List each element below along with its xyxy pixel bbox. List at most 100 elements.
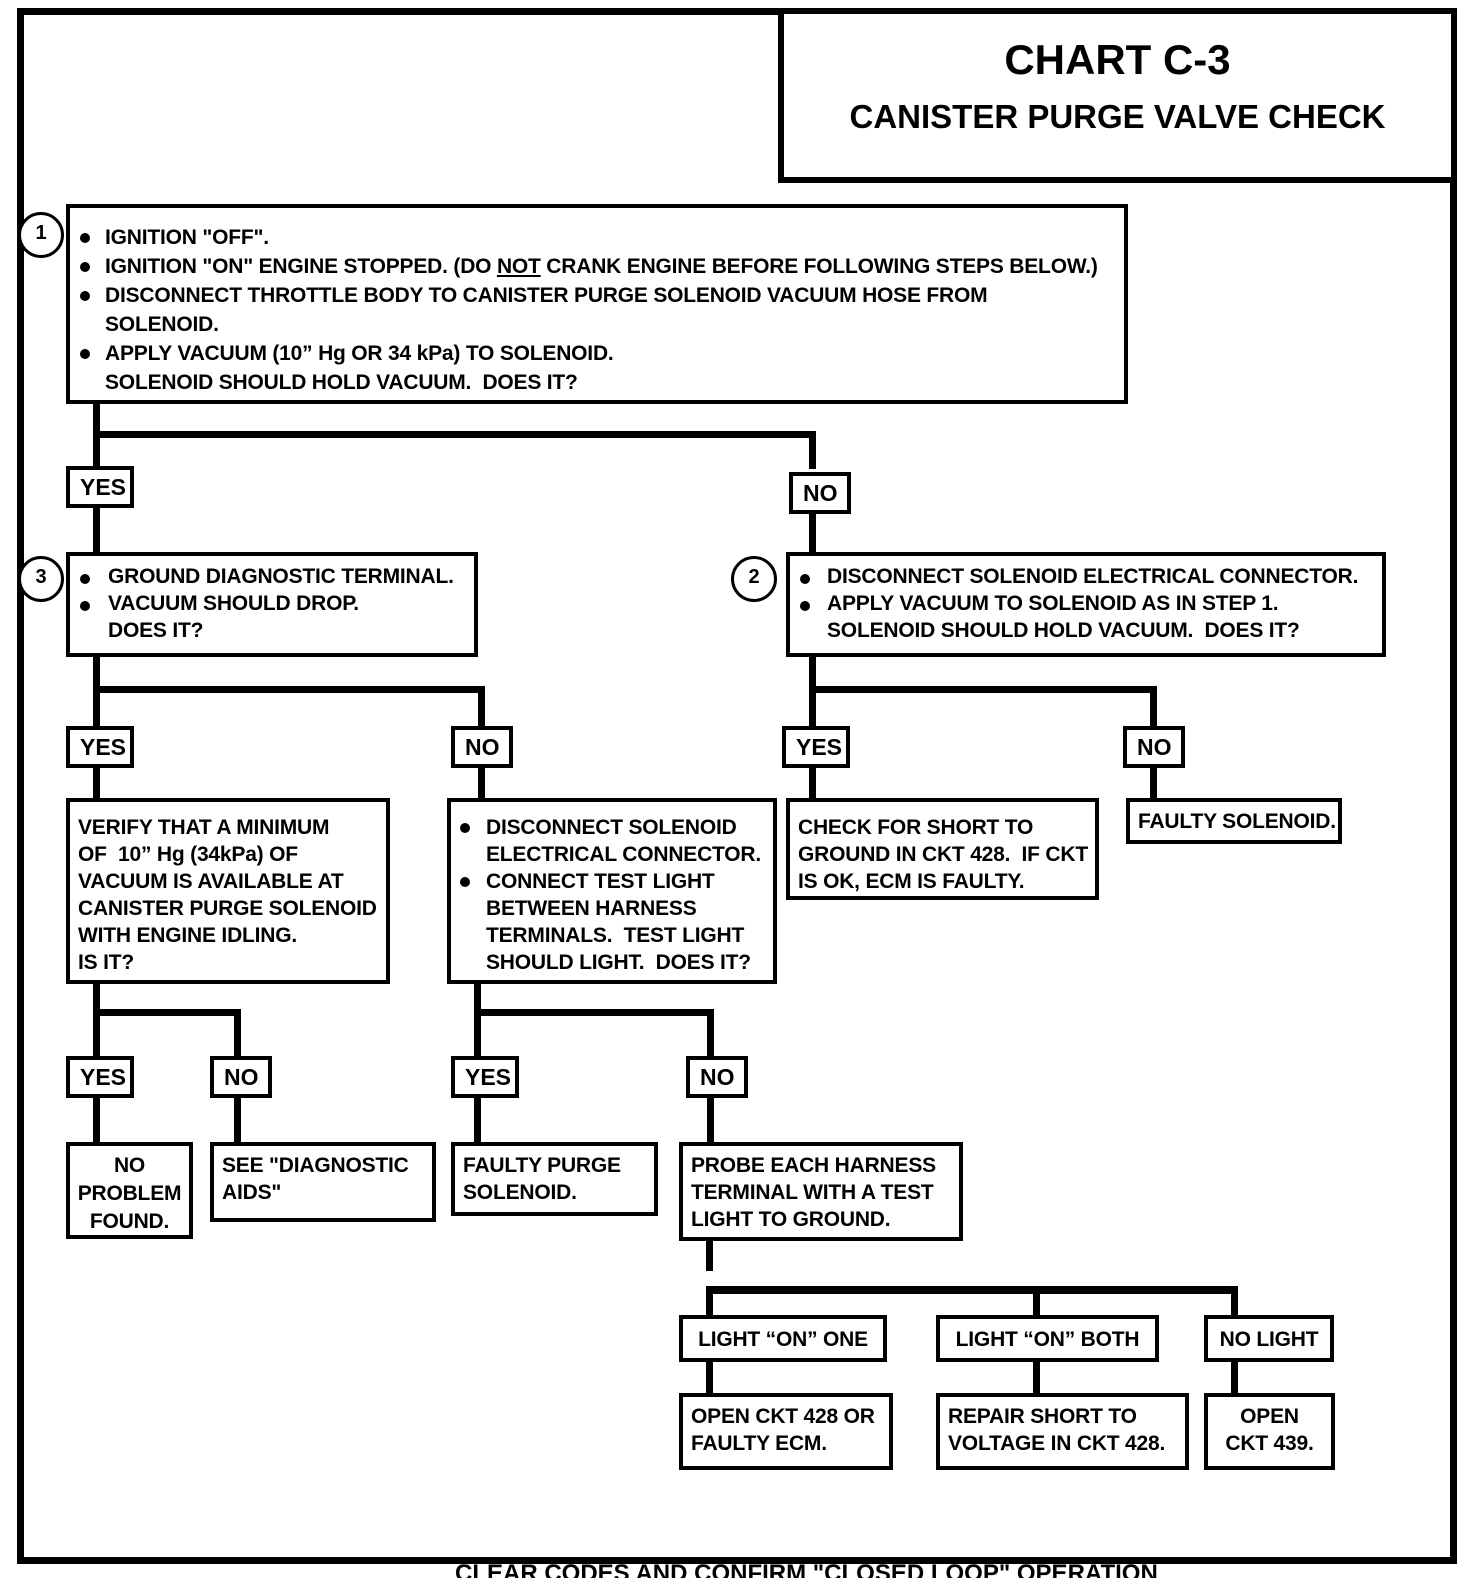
faultypurge-line1: FAULTY PURGE	[463, 1154, 621, 1177]
connector	[93, 1096, 100, 1144]
connector	[93, 431, 100, 469]
branch-no-verify[interactable]: NO	[210, 1056, 272, 1098]
faulty-solenoid-box	[1126, 798, 1342, 844]
verify-line3: VACUUM IS AVAILABLE AT	[78, 870, 344, 893]
connector	[809, 686, 1157, 693]
openckt428-line2: FAULTY ECM.	[691, 1432, 827, 1455]
connector	[706, 1286, 713, 1318]
connector	[234, 1009, 241, 1058]
branch-yes-verify[interactable]: YES	[66, 1056, 134, 1098]
connector	[1033, 1360, 1040, 1395]
step1-line3: DISCONNECT THROTTLE BODY TO CANISTER PUR…	[105, 284, 988, 307]
step1-line4: SOLENOID.	[105, 313, 219, 336]
diagaids-line1: SEE "DIAGNOSTIC	[222, 1154, 409, 1177]
connector	[93, 766, 100, 802]
light-on-one-label: LIGHT “ON” ONE	[698, 1328, 868, 1351]
connector	[809, 766, 816, 802]
branch-yes-step3[interactable]: YES	[66, 726, 134, 768]
noproblem-line2: PROBLEM	[77, 1182, 182, 1205]
page-frame	[17, 8, 1457, 1564]
connector	[706, 1286, 1238, 1294]
verify-vacuum-box	[66, 798, 390, 984]
footer-note: CLEAR CODES AND CONFIRM "CLOSED LOOP" OP…	[455, 1496, 1158, 1578]
probe-line1: PROBE EACH HARNESS	[691, 1154, 936, 1177]
step-number-3: 3	[18, 556, 64, 602]
testlight-line4: BETWEEN HARNESS	[486, 897, 697, 920]
step1-line1: IGNITION "OFF".	[105, 226, 269, 249]
checkshort-line3: IS OK, ECM IS FAULTY.	[798, 870, 1025, 893]
step-number-2: 2	[731, 556, 777, 602]
step1-line2-not: NOT	[496, 255, 541, 278]
step-2-box	[786, 552, 1386, 657]
step3-line1: GROUND DIAGNOSTIC TERMINAL.	[108, 565, 454, 588]
bullet-icon	[80, 233, 90, 243]
testlight-line6: SHOULD LIGHT. DOES IT?	[486, 951, 751, 974]
bullet-icon	[800, 601, 810, 611]
step-number-1: 1	[18, 212, 64, 258]
open-ckt-428-box	[679, 1393, 893, 1470]
no-light-label: NO LIGHT	[1219, 1328, 1319, 1351]
connector	[1231, 1360, 1238, 1395]
light-on-one-box	[679, 1315, 887, 1362]
light-on-both-box	[936, 1315, 1159, 1362]
branch-no-step2[interactable]: NO	[1123, 726, 1185, 768]
no-light-box	[1204, 1315, 1334, 1362]
bullet-icon	[460, 823, 470, 833]
connector	[809, 657, 816, 689]
diagnostic-aids-box	[210, 1142, 436, 1222]
connector	[474, 1009, 481, 1058]
branch-no-step1[interactable]: NO	[789, 472, 851, 514]
connector	[809, 431, 816, 469]
chart-id: CHART C-3	[1004, 36, 1231, 83]
step-3-box	[66, 552, 478, 657]
probe-line3: LIGHT TO GROUND.	[691, 1208, 891, 1231]
testlight-line3: CONNECT TEST LIGHT	[486, 870, 715, 893]
step1-line5: APPLY VACUUM (10” Hg OR 34 kPa) TO SOLEN…	[105, 342, 614, 365]
bullet-icon	[80, 574, 90, 584]
light-on-both-label: LIGHT “ON” BOTH	[955, 1328, 1140, 1351]
bullet-icon	[80, 601, 90, 611]
openckt428-line1: OPEN CKT 428 OR	[691, 1405, 875, 1428]
step1-line2c: CRANK ENGINE BEFORE FOLLOWING STEPS BELO…	[540, 255, 1098, 278]
connector	[474, 1009, 714, 1016]
noproblem-line3: FOUND.	[89, 1210, 170, 1233]
connector	[93, 404, 100, 436]
testlight-line2: ELECTRICAL CONNECTOR.	[486, 843, 762, 866]
chart-name: CANISTER PURGE VALVE CHECK	[849, 98, 1386, 135]
bullet-icon	[80, 349, 90, 359]
openckt439-line1: OPEN	[1240, 1405, 1299, 1428]
connector	[706, 1241, 713, 1271]
checkshort-line2: GROUND IN CKT 428. IF CKT	[798, 843, 1088, 866]
connector	[707, 1096, 714, 1144]
bullet-icon	[80, 262, 90, 272]
step2-line3: SOLENOID SHOULD HOLD VACUUM. DOES IT?	[827, 619, 1300, 642]
step1-line2a: IGNITION "ON" ENGINE STOPPED. (DO	[105, 255, 497, 278]
branch-no-testlight[interactable]: NO	[686, 1056, 748, 1098]
footer-line1: CLEAR CODES AND CONFIRM "CLOSED LOOP" OP…	[455, 1560, 1158, 1578]
branch-yes-step2[interactable]: YES	[782, 726, 850, 768]
step1-line6: SOLENOID SHOULD HOLD VACUUM. DOES IT?	[105, 371, 578, 394]
branch-yes-step1[interactable]: YES	[66, 466, 134, 508]
step3-line3: DOES IT?	[108, 619, 204, 642]
connector	[478, 686, 485, 728]
verify-line4: CANISTER PURGE SOLENOID	[78, 897, 377, 920]
step2-line2: APPLY VACUUM TO SOLENOID AS IN STEP 1.	[827, 592, 1279, 615]
openckt439-line2: CKT 439.	[1225, 1432, 1314, 1455]
connector	[474, 1096, 481, 1144]
repairshort-line2: VOLTAGE IN CKT 428.	[948, 1432, 1166, 1455]
step2-line1: DISCONNECT SOLENOID ELECTRICAL CONNECTOR…	[827, 565, 1359, 588]
connector	[478, 766, 485, 802]
connector	[1150, 686, 1157, 728]
connector	[1033, 1286, 1040, 1318]
title-box: CHART C-3 CANISTER PURGE VALVE CHECK	[778, 8, 1457, 183]
connector	[93, 1009, 241, 1016]
connector	[707, 1009, 714, 1058]
verify-line2: OF 10” Hg (34kPa) OF	[78, 843, 298, 866]
branch-yes-testlight[interactable]: YES	[451, 1056, 519, 1098]
verify-line6: IS IT?	[78, 951, 134, 974]
connector	[706, 1360, 713, 1395]
step3-line2: VACUUM SHOULD DROP.	[108, 592, 359, 615]
connector	[474, 984, 481, 1012]
branch-no-step3[interactable]: NO	[451, 726, 513, 768]
connector	[93, 686, 485, 693]
